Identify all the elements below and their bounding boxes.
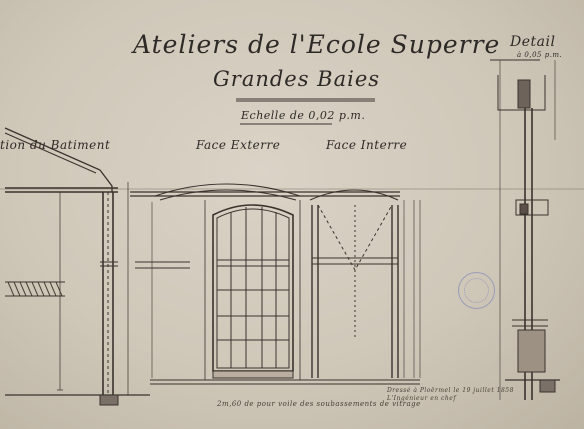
title-underline — [236, 98, 375, 102]
interior-face — [305, 189, 421, 385]
signature-line-2: L'Ingénieur en chef — [387, 395, 457, 402]
detail-section — [490, 59, 560, 400]
detail-heading: Detail — [510, 34, 556, 50]
signature-block: Dressé à Ploërmel le 19 juillet 1858 L'I… — [387, 387, 514, 403]
drawing-subtitle: Grandes Baies — [213, 67, 381, 91]
archive-stamp — [458, 272, 495, 309]
exterior-heading: Face Exterre — [196, 138, 281, 152]
bottom-note: 2m,60 de pour voile des soubassements de… — [217, 400, 421, 408]
paper-fold — [0, 188, 584, 190]
building-section — [4, 127, 150, 406]
section-heading: tion du Batiment — [0, 138, 111, 152]
exterior-face — [130, 183, 310, 385]
interior-heading: Face Interre — [326, 138, 408, 152]
detail-scale: à 0,05 p.m. — [517, 51, 563, 59]
drawing-title: Ateliers de l'Ecole Superre — [133, 30, 501, 59]
signature-line-1: Dressé à Ploërmel le 19 juillet 1858 — [387, 387, 514, 394]
drawing-scale: Echelle de 0,02 p.m. — [241, 109, 366, 122]
